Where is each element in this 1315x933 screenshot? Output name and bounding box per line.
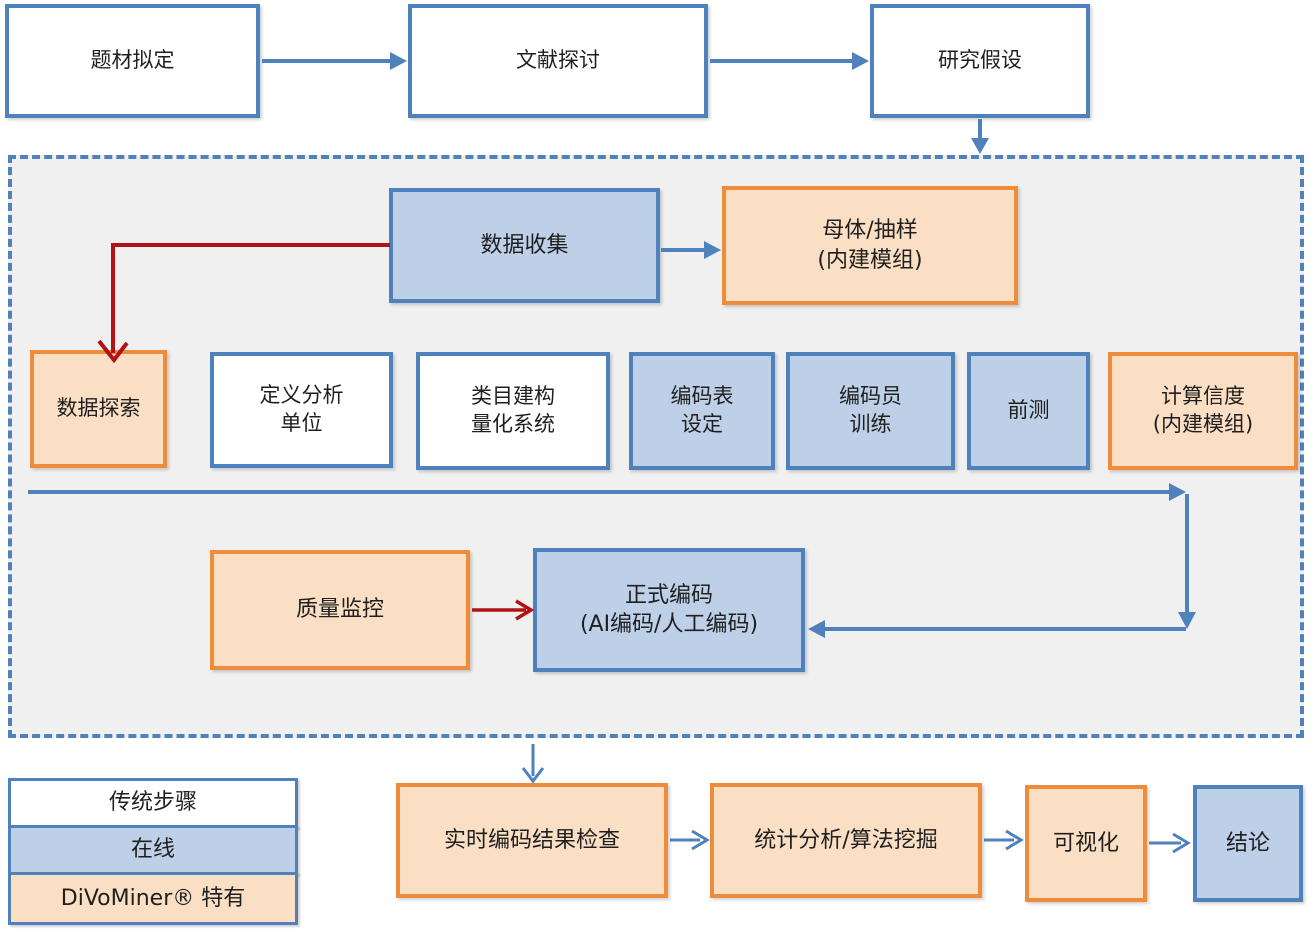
node-reliability-sublabel: (内建模组)	[1152, 412, 1254, 436]
node-topic: 题材拟定	[5, 4, 260, 118]
legend-online: 在线	[8, 825, 298, 875]
node-conclusion-label: 结论	[1225, 830, 1270, 856]
node-literature-review-label: 文献探讨	[516, 48, 600, 73]
node-research-hypothesis-label: 研究假设	[938, 48, 1022, 73]
node-visualization-label: 可视化	[1052, 830, 1119, 856]
node-statistical-analysis-label: 统计分析/算法挖掘	[754, 827, 938, 853]
node-literature-review: 文献探讨	[408, 4, 708, 118]
node-category-system: 类目建构 量化系统	[416, 352, 610, 470]
node-analysis-unit-label: 定义分析	[259, 383, 344, 408]
node-data-exploration-label: 数据探索	[56, 396, 141, 421]
node-category-system-label: 类目建构	[471, 384, 555, 409]
node-conclusion: 结论	[1193, 785, 1303, 902]
node-pretest: 前测	[967, 352, 1090, 470]
node-formal-coding: 正式编码 (AI编码/人工编码)	[533, 548, 805, 672]
node-formal-coding-label: 正式编码	[624, 582, 713, 608]
arrow-literature-to-hypothesis	[710, 52, 869, 70]
arrow-panel-to-check	[521, 744, 545, 784]
node-population-sampling: 母体/抽样 (内建模组)	[722, 186, 1018, 305]
legend-online-label: 在线	[130, 837, 175, 863]
node-population-sampling-label: 母体/抽样	[822, 218, 918, 244]
node-codebook-setup-sublabel: 设定	[681, 412, 723, 436]
node-data-collection-label: 数据收集	[480, 232, 569, 258]
legend-divominer-exclusive: DiVoMiner® 特有	[8, 872, 298, 925]
node-quality-monitoring-label: 质量监控	[295, 597, 384, 623]
arrow-topic-to-literature	[262, 52, 407, 70]
node-topic-label: 题材拟定	[90, 48, 175, 73]
node-formal-coding-sublabel: (AI编码/人工编码)	[579, 612, 759, 637]
node-coder-training-sublabel: 训练	[849, 412, 892, 436]
arrow-hypothesis-to-panel	[971, 119, 989, 154]
node-quality-monitoring: 质量监控	[210, 550, 470, 670]
node-analysis-unit-sublabel: 单位	[280, 411, 323, 435]
node-statistical-analysis: 统计分析/算法挖掘	[710, 783, 982, 898]
legend-traditional-steps-label: 传统步骤	[108, 790, 197, 816]
node-codebook-setup: 编码表 设定	[629, 352, 775, 470]
node-coder-training: 编码员 训练	[786, 352, 955, 470]
node-reliability-label: 计算信度	[1161, 384, 1245, 409]
node-visualization: 可视化	[1025, 785, 1147, 902]
arrow-check-to-stats	[670, 829, 710, 851]
node-pretest-label: 前测	[1007, 398, 1050, 423]
legend-divominer-exclusive-label: DiVoMiner® 特有	[60, 885, 246, 911]
legend-traditional-steps: 传统步骤	[8, 778, 298, 828]
node-population-sampling-sublabel: (内建模组)	[817, 247, 923, 273]
node-reliability: 计算信度 (内建模组)	[1108, 352, 1298, 470]
node-realtime-check: 实时编码结果检查	[396, 783, 668, 898]
node-codebook-setup-label: 编码表	[670, 384, 734, 409]
arrow-stats-to-visual	[984, 829, 1024, 851]
node-data-exploration: 数据探索	[30, 350, 167, 468]
node-research-hypothesis: 研究假设	[870, 4, 1090, 118]
node-coder-training-label: 编码员	[839, 384, 902, 409]
node-realtime-check-label: 实时编码结果检查	[443, 827, 620, 853]
arrow-visual-to-conclusion	[1149, 832, 1191, 854]
node-data-collection: 数据收集	[389, 188, 660, 303]
node-category-system-sublabel: 量化系统	[471, 412, 555, 436]
node-analysis-unit: 定义分析 单位	[210, 352, 393, 468]
